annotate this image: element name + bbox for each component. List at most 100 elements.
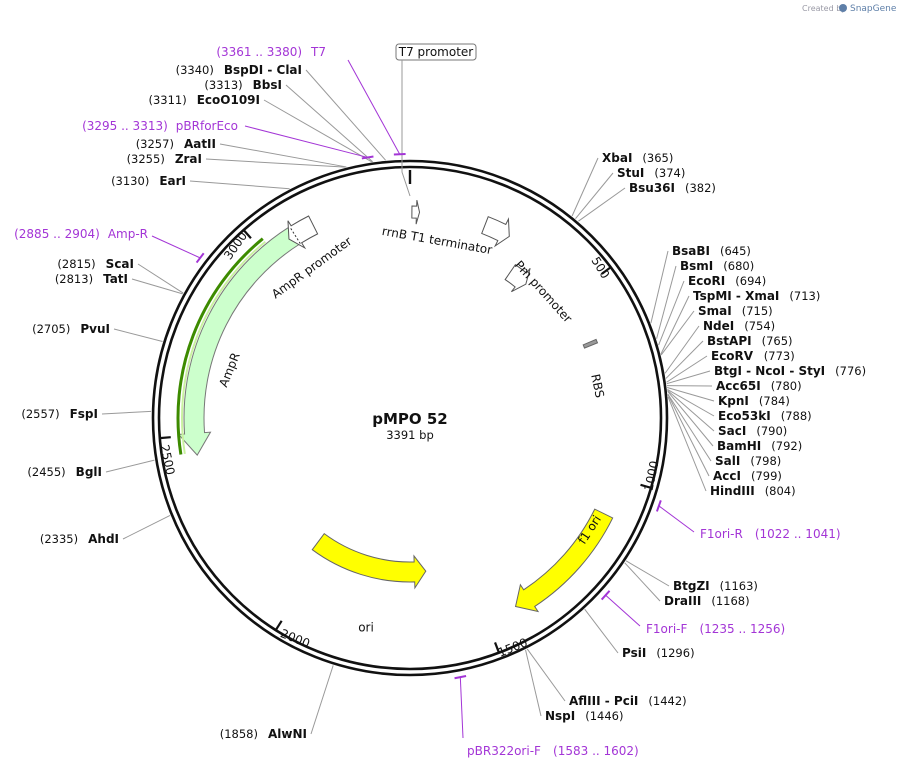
- pm-promoter-label: Pm promoter: [512, 258, 575, 326]
- enzyme-zrai[interactable]: ZraI: [175, 152, 202, 166]
- snapgene-logo-icon: [839, 4, 847, 12]
- rbs-box: [582, 338, 599, 349]
- enzyme-pos-hindiii: (804): [765, 484, 796, 498]
- enzyme-bamhi[interactable]: BamHI: [717, 439, 761, 453]
- leader-eari: [189, 180, 290, 190]
- enzyme-btgi-ncoi-styi[interactable]: BtgI - NcoI - StyI: [714, 364, 825, 378]
- enzyme-tspmi-xmai[interactable]: TspMI - XmaI: [693, 289, 779, 303]
- primer-leader-t7: [347, 59, 401, 155]
- enzyme-smai[interactable]: SmaI: [698, 304, 732, 318]
- tick-label-2500: 2500: [157, 444, 177, 477]
- enzyme-bsmi[interactable]: BsmI: [680, 259, 713, 273]
- tick-mark-1000: [640, 483, 652, 489]
- leader-bsabi: [650, 250, 669, 324]
- enzyme-saci[interactable]: SacI: [718, 424, 746, 438]
- leader-fspi: [101, 410, 152, 415]
- enzyme-xbai[interactable]: XbaI: [602, 151, 632, 165]
- enzyme-draiii[interactable]: DraIII: [664, 594, 701, 608]
- enzyme-bsabi[interactable]: BsaBI: [672, 244, 710, 258]
- ori-label: ori: [358, 621, 374, 635]
- enzyme-scai[interactable]: ScaI: [106, 257, 134, 271]
- enzyme-acc65i[interactable]: Acc65I: [716, 379, 761, 393]
- enzyme-bspdi-clai[interactable]: BspDI - ClaI: [224, 63, 302, 77]
- leader-lines: [101, 59, 715, 739]
- leader-stui: [575, 172, 614, 220]
- enzyme-pos-xbai: (365): [642, 151, 673, 165]
- leader-kpni: [667, 386, 715, 402]
- primer-t7[interactable]: T7: [310, 45, 326, 59]
- primer-pbr322ori-f[interactable]: pBR322ori-F: [467, 744, 541, 758]
- enzyme-ahdi[interactable]: AhdI: [88, 532, 119, 546]
- enzyme-bsu36i[interactable]: Bsu36I: [629, 181, 675, 195]
- enzyme-pos-ecoo109i: (3311): [148, 93, 186, 107]
- ampr-arrow: [177, 226, 302, 456]
- leader-hindiii: [667, 396, 707, 492]
- enzyme-hindiii[interactable]: HindIII: [710, 484, 755, 498]
- f1-ori-arrow: [514, 508, 614, 613]
- enzyme-pos-ahdi: (2335): [40, 532, 78, 546]
- primer-mark-f1ori-r: [655, 500, 662, 512]
- enzyme-pos-tati: (2813): [55, 272, 93, 286]
- tick-mark-500: [601, 266, 612, 275]
- leader-bspdi-clai: [305, 69, 386, 161]
- backbone-inner-strand: [157, 165, 663, 671]
- enzyme-eco53ki[interactable]: Eco53kI: [718, 409, 771, 423]
- primer-f1ori-f[interactable]: F1ori-F: [646, 622, 687, 636]
- enzyme-sali[interactable]: SalI: [715, 454, 740, 468]
- enzyme-kpni[interactable]: KpnI: [718, 394, 749, 408]
- primer-leader-pbr322ori-f: [459, 677, 464, 739]
- enzyme-bstapi[interactable]: BstAPI: [707, 334, 752, 348]
- pm-promoter-arrow: [504, 264, 531, 293]
- enzyme-pos-eco53ki: (788): [781, 409, 812, 423]
- enzyme-alwni[interactable]: AlwNI: [268, 727, 307, 741]
- enzyme-pos-acci: (799): [751, 469, 782, 483]
- tick-mark-3000: [242, 229, 252, 240]
- enzyme-pvui[interactable]: PvuI: [80, 322, 110, 336]
- primer-mark-pbrforeco: [361, 155, 374, 160]
- leader-saci: [667, 389, 715, 432]
- enzyme-acci[interactable]: AccI: [713, 469, 741, 483]
- leader-ecori: [658, 280, 685, 346]
- enzyme-pos-draiii: (1168): [711, 594, 749, 608]
- primer-mark-pbr322ori-f: [454, 674, 467, 680]
- leader-bsu36i: [578, 187, 626, 222]
- enzyme-ndei[interactable]: NdeI: [703, 319, 734, 333]
- t7-promoter-arrow: [411, 200, 421, 225]
- enzyme-nspi[interactable]: NspI: [545, 709, 575, 723]
- ampr-label: AmpR: [216, 351, 242, 389]
- enzyme-bgli[interactable]: BglI: [76, 465, 102, 479]
- enzyme-ecoo109i[interactable]: EcoO109I: [197, 93, 260, 107]
- tick-label-3000: 3000: [221, 229, 250, 262]
- tick-label-1000: 1000: [641, 460, 661, 493]
- primer-f1ori-r[interactable]: F1ori-R: [700, 527, 743, 541]
- primer-amp-r[interactable]: Amp-R: [108, 227, 148, 241]
- primer-pbrforeco[interactable]: pBRforEco: [176, 119, 238, 133]
- leader-bstapi: [665, 340, 704, 379]
- enzyme-afliii-pcii[interactable]: AflIII - PciI: [569, 694, 638, 708]
- primer-leader-pbrforeco: [244, 125, 368, 158]
- enzyme-ecorv[interactable]: EcoRV: [711, 349, 754, 363]
- leader-sali: [667, 393, 712, 462]
- primer-range-pbrforeco: (3295 .. 3313): [82, 119, 168, 133]
- enzyme-aatii[interactable]: AatII: [184, 137, 216, 151]
- enzyme-fspi[interactable]: FspI: [70, 407, 98, 421]
- enzyme-ecori[interactable]: EcoRI: [688, 274, 725, 288]
- enzyme-tati[interactable]: TatI: [103, 272, 128, 286]
- leader-btgi-ncoi-styi: [666, 370, 711, 385]
- enzyme-stui[interactable]: StuI: [617, 166, 644, 180]
- enzyme-pos-bstapi: (765): [762, 334, 793, 348]
- primer-range-pbr322ori-f: (1583 .. 1602): [553, 744, 639, 758]
- leader-tspmi-xmai: [660, 295, 690, 355]
- enzyme-eari[interactable]: EarI: [159, 174, 186, 188]
- enzyme-bbsi[interactable]: BbsI: [253, 78, 282, 92]
- enzyme-pos-nspi: (1446): [585, 709, 623, 723]
- enzyme-btgzi[interactable]: BtgZI: [673, 579, 710, 593]
- backbone-outer-strand: [151, 159, 669, 677]
- leader-ahdi: [122, 515, 171, 540]
- leader-ecoo109i: [263, 99, 372, 163]
- enzyme-pos-aatii: (3257): [136, 137, 174, 151]
- enzyme-psii[interactable]: PsiI: [622, 646, 646, 660]
